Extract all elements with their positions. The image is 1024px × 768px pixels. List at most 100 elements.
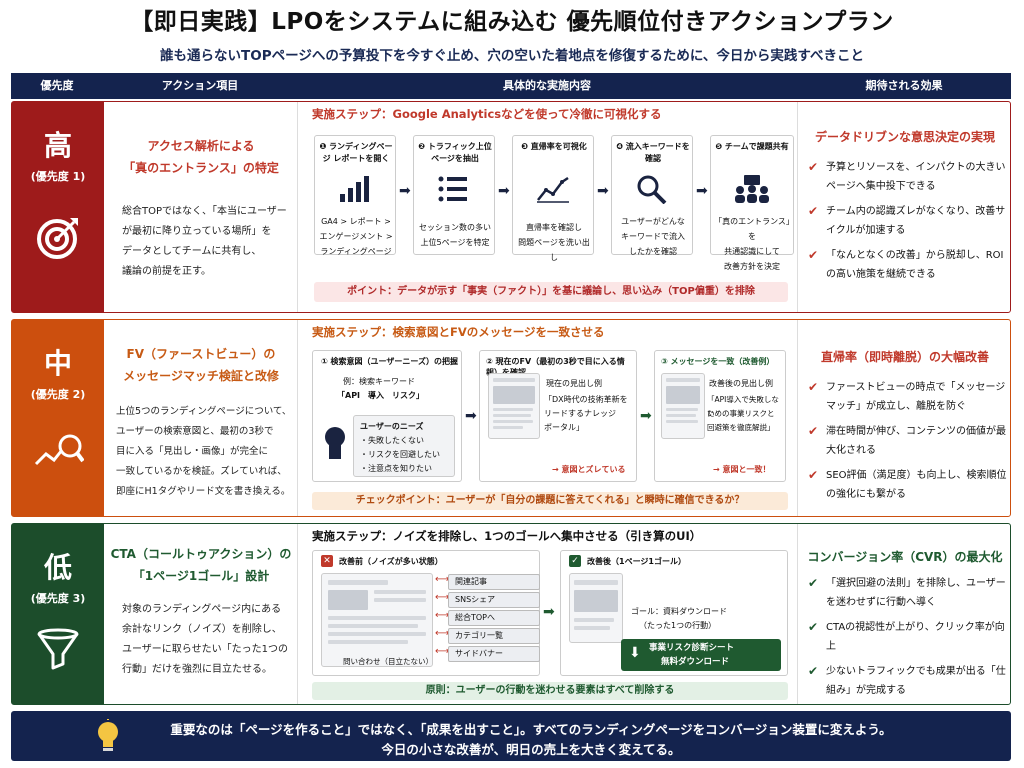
- check-icon: ✔: [808, 204, 819, 218]
- header-detail: 具体的な実施内容: [503, 79, 591, 92]
- effect-item-text: 「なんとなくの改善」から脱却し、ROIの高い施策を継続できる: [826, 250, 1004, 280]
- step-desc-line: エンゲージメント >: [319, 232, 393, 241]
- goal-line: ゴール：資料ダウンロード: [631, 607, 727, 616]
- line-chart-icon: [537, 176, 569, 203]
- step-title: ❸ 直帰率を可視化: [521, 142, 587, 151]
- goal-line: （たった1つの行動）: [639, 621, 717, 630]
- box-title: ③ メッセージを一致（改善例）: [661, 357, 775, 366]
- step-desc-line: セッション数の多い: [419, 223, 491, 232]
- detail-cell: 実施ステップ：ノイズを排除し、1つのゴールへ集中させる（引き算のUI） ✕ 改善…: [298, 524, 798, 704]
- download-cta-button[interactable]: ⬇ 事業リスク診断シート 無料ダウンロード: [621, 639, 781, 671]
- noise-link: 総合TOPへ: [448, 610, 540, 626]
- match-result: → 意図と一致！: [713, 465, 771, 474]
- headline-line: 回避策を徹底解説」: [707, 423, 775, 432]
- step-desc: セッション数の多い 上位5ページを特定: [416, 220, 494, 250]
- needs-bubble: ユーザーのニーズ ・失敗したくない ・リスクを回避したい ・注意点を知りたい: [353, 415, 455, 477]
- action-title-line1: FV（ファーストビュー）の: [126, 347, 276, 361]
- action-body-line: 上位5つのランディングページについて、: [116, 406, 292, 417]
- detail-cell: 実施ステップ：検索意図とFVのメッセージを一致させる ① 検索意図（ユーザーニー…: [298, 320, 798, 516]
- action-body-line: 行動」だけを強烈に目立たせる。: [122, 664, 272, 675]
- action-body: 総合TOPではなく、「本当にユーザー が最初に降り立っている場所」を データとし…: [122, 202, 294, 282]
- needs-item: ・失敗したくない: [360, 436, 424, 445]
- arrow-icon: ⟷: [435, 628, 450, 639]
- effect-item-text: ファーストビューの時点で「メッセージマッチ」が成立し、離脱を防ぐ: [826, 382, 1006, 412]
- needs-item: ・リスクを回避したい: [360, 450, 440, 459]
- detail-heading: 実施ステップ：検索意図とFVのメッセージを一致させる: [312, 325, 605, 339]
- action-body-line: ユーザーの検索意図と、最初の3秒で: [116, 426, 274, 437]
- action-body-line: 対象のランディングページ内にある: [122, 604, 282, 615]
- arrow-icon: ⟷: [435, 610, 450, 621]
- improved-fv-box: ③ メッセージを一致（改善例） 改善後の見出し例 「API導入で失敗しない ため…: [654, 350, 786, 482]
- step-title: ❹ 流入キーワードを確認: [616, 142, 690, 163]
- footer-banner: 重要なのは「ページを作ること」ではなく、「成果を出すこと」。すべてのランディング…: [11, 711, 1011, 761]
- row-mid-priority: 中 (優先度 2) FV（ファーストビュー）の メッセージマッチ検証と改修 上位…: [11, 319, 1011, 517]
- arrow-icon: ➡: [543, 604, 555, 620]
- action-title-line2: 「1ページ1ゴール」設計: [132, 569, 270, 583]
- action-body-line: 議論の前提を正す。: [122, 266, 211, 277]
- team-icon: [735, 175, 769, 203]
- step-desc: 直帰率を確認し 問題ページを洗い出し: [515, 220, 593, 265]
- table-header: 優先度 アクション項目 具体的な実施内容 期待される効果: [11, 73, 1011, 99]
- headline-line: 「DX時代の技術革新を: [544, 395, 628, 404]
- check-icon: ✔: [808, 424, 819, 438]
- action-body-line: 即座にH1タグやリード文を書き換える。: [116, 486, 291, 497]
- action-cell: アクセス解析による 「真のエントランス」の特定 総合TOPではなく、「本当にユー…: [104, 102, 298, 312]
- mismatch-result: → 意図とズレている: [552, 465, 626, 474]
- noise-link: サイドバナー: [448, 646, 540, 662]
- check-icon: ✔: [808, 620, 819, 634]
- step-card: ❷ トラフィック上位 ページを抽出 セッション数の多い 上位5ページを特定: [413, 135, 495, 255]
- step-title: ❺ チームで課題共有: [715, 142, 789, 151]
- noise-link: 関連記事: [448, 574, 540, 590]
- clean-page-mock: [569, 573, 623, 643]
- effect-item: ✔SEO評価（満足度）も向上し、検索順位の強化にも繋がる: [808, 466, 1008, 504]
- lightbulb-icon: [98, 719, 118, 751]
- page-mock: [488, 373, 540, 439]
- close-icon: ✕: [321, 555, 333, 567]
- action-body-line: 余計なリンク（ノイズ）を削除し、: [122, 624, 282, 635]
- header-effect: 期待される効果: [865, 79, 943, 92]
- download-icon: ⬇: [629, 645, 641, 661]
- arrow-icon: ➡: [465, 408, 477, 424]
- needs-item: ・注意点を知りたい: [360, 464, 432, 473]
- arrow-icon: ➡: [498, 183, 510, 199]
- row-high-priority: 高 (優先度 1) アクセス解析による 「真のエントランス」の特定 総合TOPで…: [11, 101, 1011, 313]
- arrow-icon: ⟷: [435, 646, 450, 657]
- headline-line: ポータル」: [544, 423, 584, 432]
- step-desc-line: GA4 > レポート >: [321, 217, 391, 226]
- effect-item-text: CTAの視認性が上がり、クリック率が向上: [826, 622, 1005, 652]
- step-card: ❸ 直帰率を可視化 直帰率を確認し 問題ページを洗い出し: [512, 135, 594, 262]
- current-fv-box: ② 現在のFV（最初の3秒で目に入る情報）を確認 現在の見出し例 「DX時代の技…: [479, 350, 637, 482]
- page-subtitle: 誰も通らないTOPページへの予算投下を今すぐ止め、穴の空いた着地点を修復するため…: [160, 48, 864, 64]
- step-desc: ユーザーがどんな キーワードで流入 したかを確認: [614, 214, 692, 259]
- priority-sub: (優先度 1): [30, 170, 86, 183]
- effect-title: コンバージョン率（CVR）の最大化: [807, 550, 1003, 564]
- action-body-line: 目に入る「見出し・画像」が完全に: [116, 446, 269, 457]
- priority-cell: 中 (優先度 2): [12, 320, 104, 516]
- step-desc-line: ランディングページ: [320, 247, 392, 256]
- target-icon: [37, 218, 78, 259]
- step-card: ❶ ランディングページ レポートを開く GA4 > レポート > エンゲージメン…: [314, 135, 396, 256]
- arrow-icon: ⟷: [435, 592, 450, 603]
- check-icon: ✔: [808, 468, 819, 482]
- header-priority: 優先度: [40, 79, 74, 92]
- list-icon: [438, 176, 467, 202]
- effect-item: ✔「なんとなくの改善」から脱却し、ROIの高い施策を継続できる: [808, 246, 1008, 284]
- action-body: 対象のランディングページ内にある 余計なリンク（ノイズ）を削除し、 ユーザーに取…: [122, 600, 294, 680]
- effect-item-text: 「選択回避の法則」を排除し、ユーザーを迷わせずに行動へ導く: [826, 578, 1006, 608]
- arrow-icon: ➡: [597, 183, 609, 199]
- check-icon: ✔: [808, 380, 819, 394]
- step-desc-line: 「真のエントランス」を: [714, 217, 790, 241]
- step-title: ❶ ランディングページ レポートを開く: [319, 142, 393, 163]
- action-body-line: 総合TOPではなく、「本当にユーザー: [122, 206, 287, 217]
- effect-item-text: チーム内の認識ズレがなくなり、改善サイクルが加速する: [826, 206, 1006, 236]
- effect-item: ✔予算とリソースを、インパクトの大きいページへ集中投下できる: [808, 158, 1008, 196]
- step-desc-line: 直帰率を確認し: [526, 223, 582, 232]
- priority-label: 低: [43, 551, 72, 584]
- effect-item: ✔滞在時間が伸び、コンテンツの価値が最大化される: [808, 422, 1008, 460]
- action-body-line: が最初に降り立っている場所」を: [122, 226, 272, 237]
- priority-sub: (優先度 2): [30, 388, 86, 401]
- page-mock: [661, 373, 705, 439]
- noise-link: カテゴリ一覧: [448, 628, 540, 644]
- check-box-icon: ✓: [569, 555, 581, 567]
